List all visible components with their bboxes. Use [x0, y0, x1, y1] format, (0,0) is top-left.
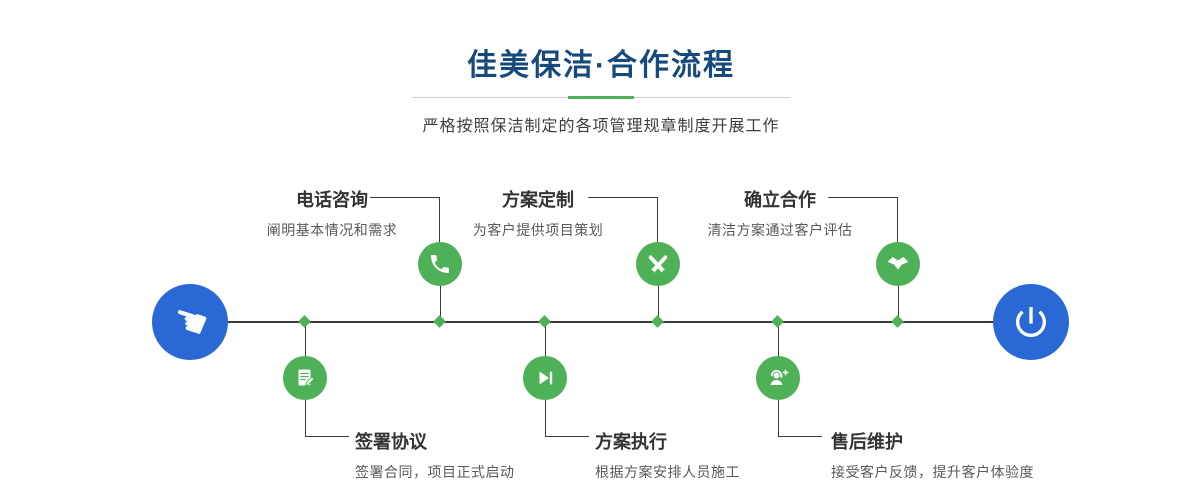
step6-circle [756, 356, 800, 400]
step3-label-block: 确立合作 清洁方案通过客户评估 [700, 186, 860, 240]
step-title: 确立合作 [744, 190, 816, 210]
timeline-node-diamond [433, 315, 446, 328]
connector-step1 [370, 197, 440, 242]
step2-label-block: 方案定制 为客户提供项目策划 [458, 186, 618, 240]
step3-circle [876, 242, 920, 286]
step-title: 方案执行 [595, 432, 667, 452]
title-divider-accent [568, 96, 634, 99]
contract-icon [298, 369, 315, 387]
step-desc: 根据方案安排人员施工 [595, 464, 740, 480]
page-subtitle: 严格按照保洁制定的各项管理规章制度开展工作 [422, 118, 780, 135]
phone-icon [431, 255, 449, 273]
connector-step3 [828, 197, 898, 242]
stem-step6 [778, 322, 779, 364]
support-agent-icon [770, 369, 789, 385]
step-desc: 为客户提供项目策划 [472, 222, 604, 238]
step-title: 售后维护 [831, 432, 903, 452]
end-endpoint [993, 284, 1069, 360]
handshake-icon [887, 256, 909, 270]
hand-pointer-icon: ☚ [165, 294, 215, 350]
timeline-line [190, 321, 1035, 323]
step5-label-block: 方案执行 根据方案安排人员施工 [595, 428, 740, 482]
stem-step5 [545, 322, 546, 364]
timeline-node-diamond [651, 315, 664, 328]
step4-label-block: 签署协议 签署合同，项目正式启动 [355, 428, 515, 482]
connector-step5 [545, 400, 589, 437]
step-title: 电话咨询 [296, 190, 368, 210]
start-endpoint: ☚ [152, 284, 228, 360]
timeline-node-diamond [771, 315, 784, 328]
step-desc: 清洁方案通过客户评估 [707, 222, 853, 238]
step-title: 签署协议 [355, 432, 427, 452]
step5-circle [523, 356, 567, 400]
timeline-node-diamond [538, 315, 551, 328]
power-icon [1016, 307, 1046, 337]
connector-step2 [588, 197, 658, 242]
connector-step6 [778, 400, 822, 437]
timeline-node-diamond [891, 315, 904, 328]
timeline-node-diamond [298, 315, 311, 328]
step4-circle [283, 356, 327, 400]
page-title: 佳美保洁·合作流程 [467, 49, 735, 82]
stem-step1 [440, 280, 441, 322]
stem-step3 [898, 280, 899, 322]
step-title: 方案定制 [502, 190, 574, 210]
design-pens-icon [648, 255, 668, 273]
step2-circle [636, 242, 680, 286]
stem-step4 [305, 322, 306, 364]
step1-circle [418, 242, 462, 286]
play-icon [539, 371, 553, 385]
connector-step4 [305, 400, 349, 437]
step-desc: 阐明基本情况和需求 [266, 222, 398, 238]
step-desc: 签署合同，项目正式启动 [355, 464, 515, 480]
step6-label-block: 售后维护 接受客户反馈，提升客户体验度 [831, 428, 1034, 482]
title-divider [412, 96, 790, 99]
step-desc: 接受客户反馈，提升客户体验度 [831, 464, 1034, 480]
step1-label-block: 电话咨询 阐明基本情况和需求 [252, 186, 412, 240]
stem-step2 [658, 280, 659, 322]
